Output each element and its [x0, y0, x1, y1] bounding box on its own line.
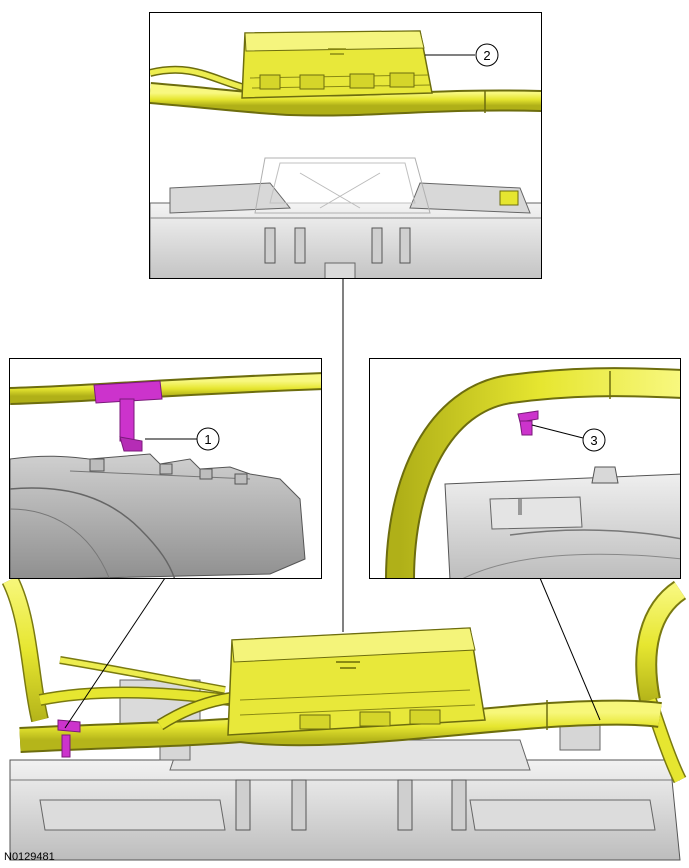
inset-top-drawing: 2: [150, 30, 541, 278]
callout-2-number: 2: [483, 48, 490, 63]
inset-right-clip: 3: [369, 358, 681, 579]
callout-1-number: 1: [204, 432, 211, 447]
lower-panel: [9, 679, 681, 861]
callout-3-circle: [582, 428, 606, 452]
callout-1-circle: [196, 427, 220, 451]
inset-left-clip: 1: [9, 358, 322, 579]
callout-3-number: 3: [590, 433, 597, 448]
right-harness-bundle: [635, 580, 687, 784]
left-harness-bundle: [1, 575, 231, 723]
leader-line-left: [64, 577, 166, 729]
inset-top-junction-box: 2: [149, 12, 542, 279]
figure-id-label: N0129481: [4, 851, 55, 863]
callout-2-circle: [475, 43, 499, 67]
junction-box-main: [227, 627, 486, 736]
inset-right-drawing: 3: [385, 367, 680, 578]
inset-left-drawing: 1: [10, 372, 321, 578]
leader-line-right: [539, 577, 601, 721]
clip-main-view: [57, 719, 81, 758]
